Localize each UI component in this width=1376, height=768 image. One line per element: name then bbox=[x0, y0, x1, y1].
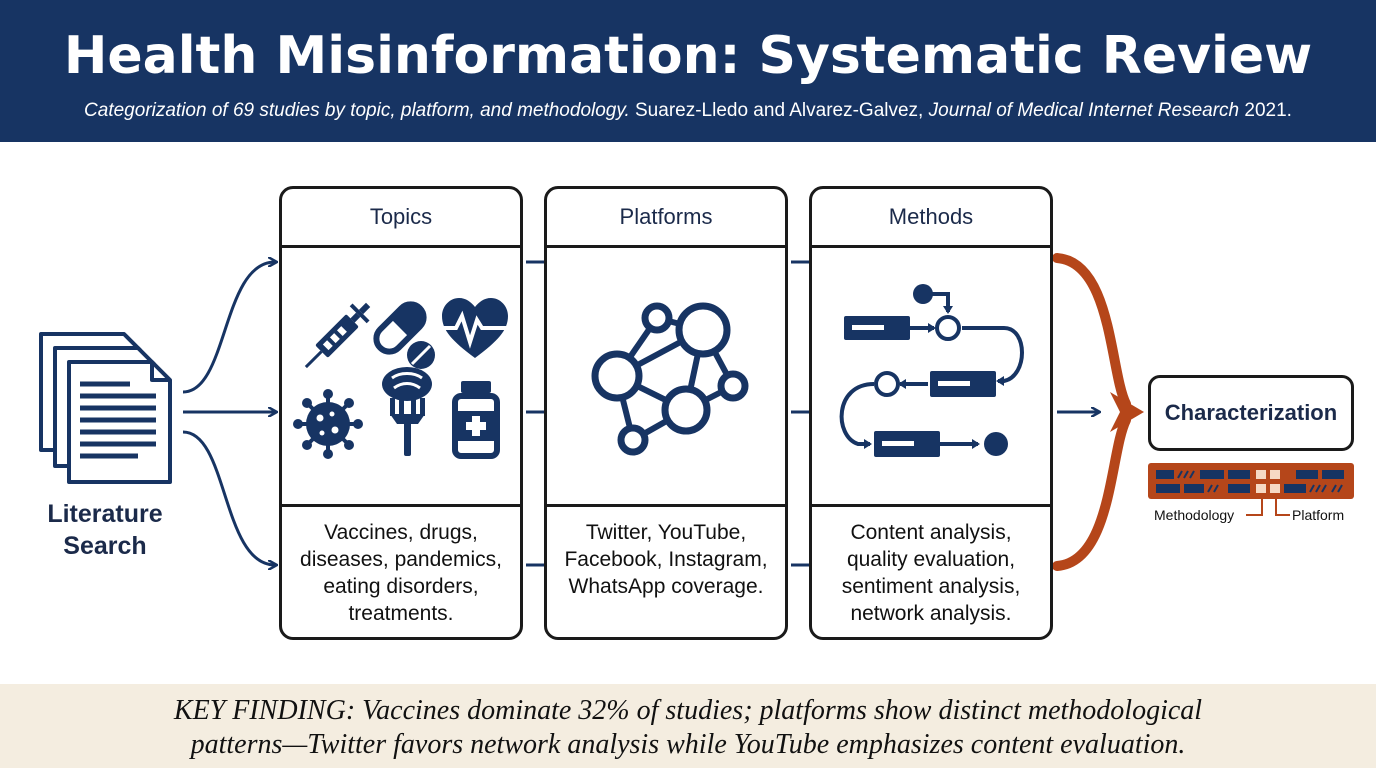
heart-pulse-icon bbox=[442, 298, 508, 358]
legend-connector-left bbox=[1246, 499, 1263, 516]
platforms-card-description: Twitter, YouTube, Facebook, Instagram, W… bbox=[564, 521, 768, 598]
methods-card-title: Methods bbox=[812, 189, 1050, 248]
orange-brace-bottom bbox=[1052, 415, 1131, 571]
key-finding-line-2: patterns—Twitter favors network analysis… bbox=[190, 729, 1186, 760]
characterization-box: Characterization bbox=[1148, 375, 1354, 451]
subtitle-authors: Suarez-Lledo and Alvarez-Galvez, bbox=[629, 100, 929, 121]
network-graph-icon bbox=[591, 302, 749, 456]
platforms-card: Platforms Twitter, bbox=[544, 186, 788, 640]
subtitle-italic: Categorization of 69 studies by topic, p… bbox=[84, 100, 630, 121]
page-title: Health Misinformation: Systematic Review bbox=[63, 26, 1313, 86]
subtitle-journal: Journal of Medical Internet Research bbox=[928, 100, 1240, 121]
orange-brace-top bbox=[1052, 253, 1131, 409]
topics-card-description: Vaccines, drugs, diseases, pandemics, ea… bbox=[300, 521, 502, 625]
subtitle-year: 2021. bbox=[1239, 100, 1292, 121]
methods-icon-panel bbox=[812, 248, 1050, 507]
literature-search-label: Literature Search bbox=[47, 500, 163, 560]
key-finding-line-1: KEY FINDING: Vaccines dominate 32% of st… bbox=[173, 695, 1203, 726]
topics-card-title: Topics bbox=[282, 189, 520, 248]
topics-card: Topics bbox=[279, 186, 523, 640]
methods-card-description: Content analysis, quality evaluation, se… bbox=[841, 521, 1021, 625]
topics-icon-panel bbox=[282, 248, 520, 507]
pill-icon bbox=[373, 301, 435, 369]
platforms-icon-panel bbox=[547, 248, 785, 507]
medicine-bottle-icon bbox=[452, 381, 500, 459]
platforms-card-title: Platforms bbox=[547, 189, 785, 248]
flowchart-icon bbox=[839, 284, 1024, 457]
methods-card: Methods bbox=[809, 186, 1053, 640]
orange-arrowhead bbox=[1110, 392, 1144, 432]
legend-platform: Platform bbox=[1292, 507, 1345, 523]
fork-food-icon bbox=[382, 367, 432, 456]
key-finding-banner: KEY FINDING: Vaccines dominate 32% of st… bbox=[0, 684, 1376, 768]
subtitle: Categorization of 69 studies by topic, p… bbox=[0, 100, 1376, 122]
header-banner: Health Misinformation: Systematic Review… bbox=[0, 0, 1376, 142]
arrow-to-topics-top bbox=[182, 262, 275, 394]
virus-icon bbox=[293, 389, 363, 459]
legend-methodology: Methodology bbox=[1154, 507, 1235, 523]
syringe-icon bbox=[304, 302, 371, 369]
legend-connector-right bbox=[1275, 499, 1290, 516]
arrow-to-topics-bottom bbox=[182, 430, 275, 565]
